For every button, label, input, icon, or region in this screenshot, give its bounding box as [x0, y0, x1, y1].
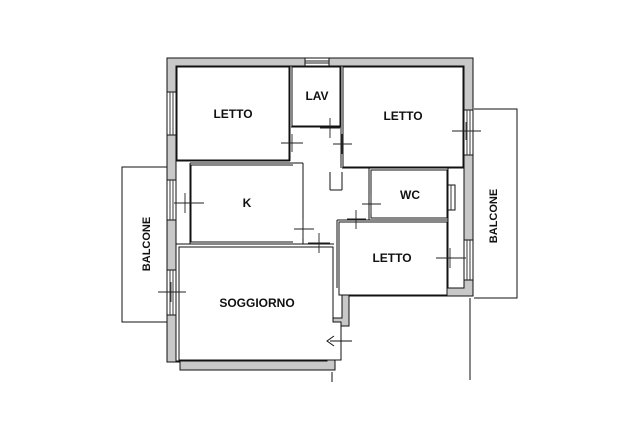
- label-living-room: SOGGIORNO: [219, 296, 294, 310]
- room-bedroom-1: [176, 66, 290, 161]
- room-bedroom-2: [342, 66, 464, 168]
- interior-walls: [176, 66, 464, 288]
- label-laundry: LAV: [305, 89, 328, 103]
- label-kitchen: K: [243, 196, 252, 210]
- room-bathroom: [370, 169, 448, 219]
- rooms: [176, 66, 464, 361]
- room-laundry: [291, 66, 341, 127]
- label-bathroom: WC: [400, 188, 420, 202]
- label-bedroom-3: LETTO: [372, 251, 411, 265]
- label-bedroom-1: LETTO: [213, 107, 252, 121]
- balcony-left: [121, 166, 168, 323]
- exterior-stair-lines: [331, 298, 471, 382]
- windows: [166, 57, 474, 316]
- balcony-right: [474, 108, 518, 299]
- room-bedroom-3: [338, 221, 448, 296]
- entrance-arrow-icon: [326, 335, 352, 347]
- door-marks: [158, 118, 481, 302]
- room-labels: LETTO LAV LETTO K WC LETTO SOGGIORNO BAL…: [141, 89, 500, 310]
- corridor: [293, 130, 340, 243]
- label-bedroom-2: LETTO: [383, 109, 422, 123]
- room-living: [178, 246, 342, 361]
- room-kitchen: [190, 164, 303, 243]
- label-balcony-right: BALCONE: [488, 189, 500, 243]
- label-balcony-left: BALCONE: [141, 217, 153, 271]
